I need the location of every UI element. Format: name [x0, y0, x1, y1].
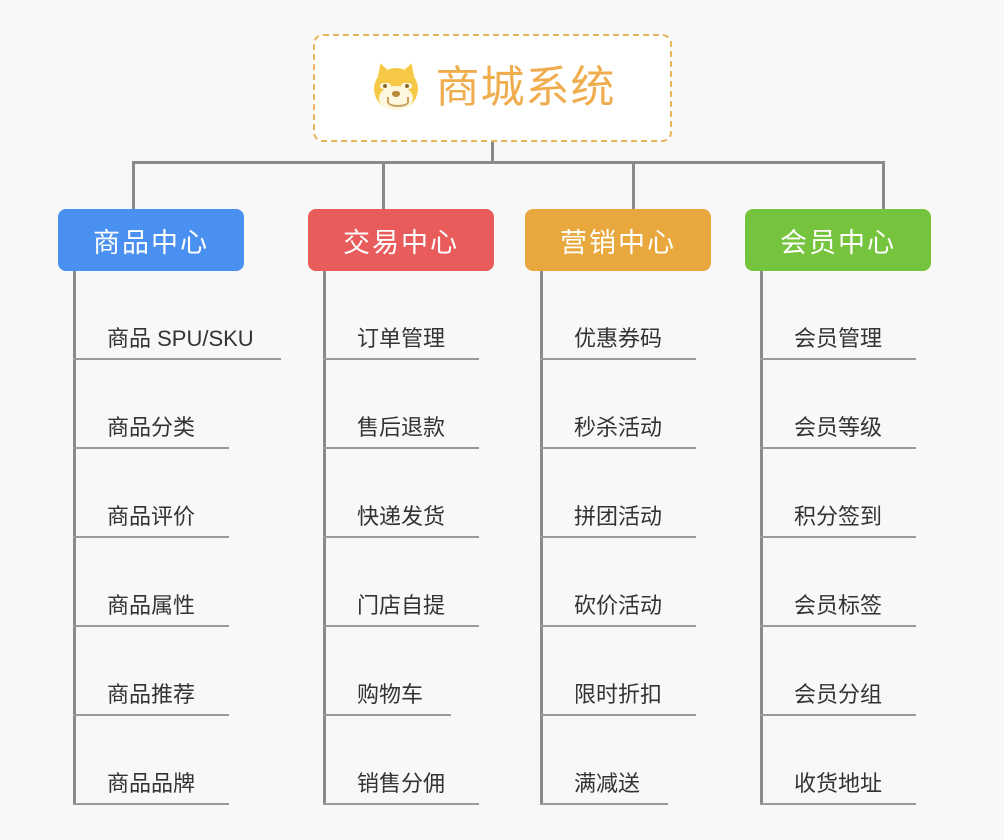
leaf-list-marketing-center: 优惠券码 秒杀活动 拼团活动 砍价活动 限时折扣 满减送 — [540, 271, 711, 805]
leaf-label: 商品 SPU/SKU — [107, 326, 254, 351]
leaf-label: 商品推荐 — [107, 682, 196, 707]
leaf-label: 拼团活动 — [574, 504, 663, 529]
root-node[interactable]: 商城系统 — [313, 34, 672, 142]
list-item[interactable]: 砍价活动 — [540, 538, 696, 627]
connector-drop-4 — [882, 161, 885, 209]
leaf-label: 商品品牌 — [107, 771, 196, 796]
column-member-center: 会员中心 会员管理 会员等级 积分签到 会员标签 会员分组 收货地址 — [745, 209, 931, 805]
leaf-label: 积分签到 — [794, 504, 883, 529]
list-item[interactable]: 优惠券码 — [540, 271, 696, 360]
list-item[interactable]: 会员标签 — [760, 538, 916, 627]
connector-root-stem — [491, 142, 494, 163]
leaf-label: 商品分类 — [107, 415, 196, 440]
list-item[interactable]: 限时折扣 — [540, 627, 696, 716]
connector-drop-3 — [632, 161, 635, 209]
leaf-label: 会员管理 — [794, 326, 883, 351]
leaf-label: 满减送 — [574, 771, 641, 796]
list-item[interactable]: 满减送 — [540, 716, 668, 805]
list-item[interactable]: 商品品牌 — [73, 716, 229, 805]
leaf-label: 快递发货 — [357, 504, 446, 529]
list-item[interactable]: 收货地址 — [760, 716, 916, 805]
leaf-label: 砍价活动 — [574, 593, 663, 618]
list-item[interactable]: 商品属性 — [73, 538, 229, 627]
column-header-marketing-center[interactable]: 营销中心 — [525, 209, 711, 271]
leaf-label: 优惠券码 — [574, 326, 663, 351]
leaf-list-product-center: 商品 SPU/SKU 商品分类 商品评价 商品属性 商品推荐 商品品牌 — [73, 271, 281, 805]
leaf-list-member-center: 会员管理 会员等级 积分签到 会员标签 会员分组 收货地址 — [760, 271, 931, 805]
leaf-label: 秒杀活动 — [574, 415, 663, 440]
trunk-line — [323, 271, 326, 805]
trunk-line — [760, 271, 763, 805]
list-item[interactable]: 销售分佣 — [323, 716, 479, 805]
connector-drop-2 — [382, 161, 385, 209]
leaf-label: 会员标签 — [794, 593, 883, 618]
leaf-label: 商品属性 — [107, 593, 196, 618]
list-item[interactable]: 订单管理 — [323, 271, 479, 360]
column-trade-center: 交易中心 订单管理 售后退款 快递发货 门店自提 购物车 销售分佣 — [308, 209, 494, 805]
list-item[interactable]: 秒杀活动 — [540, 360, 696, 449]
list-item[interactable]: 门店自提 — [323, 538, 479, 627]
list-item[interactable]: 积分签到 — [760, 449, 916, 538]
column-product-center: 商品中心 商品 SPU/SKU 商品分类 商品评价 商品属性 商品推荐 商品品牌 — [58, 209, 281, 805]
shiba-inu-icon — [370, 60, 422, 114]
leaf-label: 售后退款 — [357, 415, 446, 440]
connector-drop-1 — [132, 161, 135, 209]
leaf-label: 订单管理 — [357, 326, 446, 351]
root-title: 商城系统 — [435, 63, 616, 112]
connector-horizontal-bus — [132, 161, 885, 164]
list-item[interactable]: 会员管理 — [760, 271, 916, 360]
list-item[interactable]: 会员分组 — [760, 627, 916, 716]
leaf-label: 会员分组 — [794, 682, 883, 707]
list-item[interactable]: 商品分类 — [73, 360, 229, 449]
trunk-line — [73, 271, 76, 805]
trunk-line — [540, 271, 543, 805]
list-item[interactable]: 售后退款 — [323, 360, 479, 449]
leaf-label: 限时折扣 — [574, 682, 663, 707]
list-item[interactable]: 快递发货 — [323, 449, 479, 538]
column-header-member-center[interactable]: 会员中心 — [745, 209, 931, 271]
list-item[interactable]: 商品 SPU/SKU — [73, 271, 281, 360]
column-marketing-center: 营销中心 优惠券码 秒杀活动 拼团活动 砍价活动 限时折扣 满减送 — [525, 209, 711, 805]
list-item[interactable]: 拼团活动 — [540, 449, 696, 538]
column-header-trade-center[interactable]: 交易中心 — [308, 209, 494, 271]
leaf-label: 销售分佣 — [357, 771, 446, 796]
leaf-label: 商品评价 — [107, 504, 196, 529]
leaf-label: 收货地址 — [794, 771, 883, 796]
leaf-label: 会员等级 — [794, 415, 883, 440]
leaf-list-trade-center: 订单管理 售后退款 快递发货 门店自提 购物车 销售分佣 — [323, 271, 494, 805]
leaf-label: 购物车 — [357, 682, 424, 707]
list-item[interactable]: 会员等级 — [760, 360, 916, 449]
leaf-label: 门店自提 — [357, 593, 446, 618]
list-item[interactable]: 商品推荐 — [73, 627, 229, 716]
column-header-product-center[interactable]: 商品中心 — [58, 209, 244, 271]
list-item[interactable]: 商品评价 — [73, 449, 229, 538]
list-item[interactable]: 购物车 — [323, 627, 451, 716]
